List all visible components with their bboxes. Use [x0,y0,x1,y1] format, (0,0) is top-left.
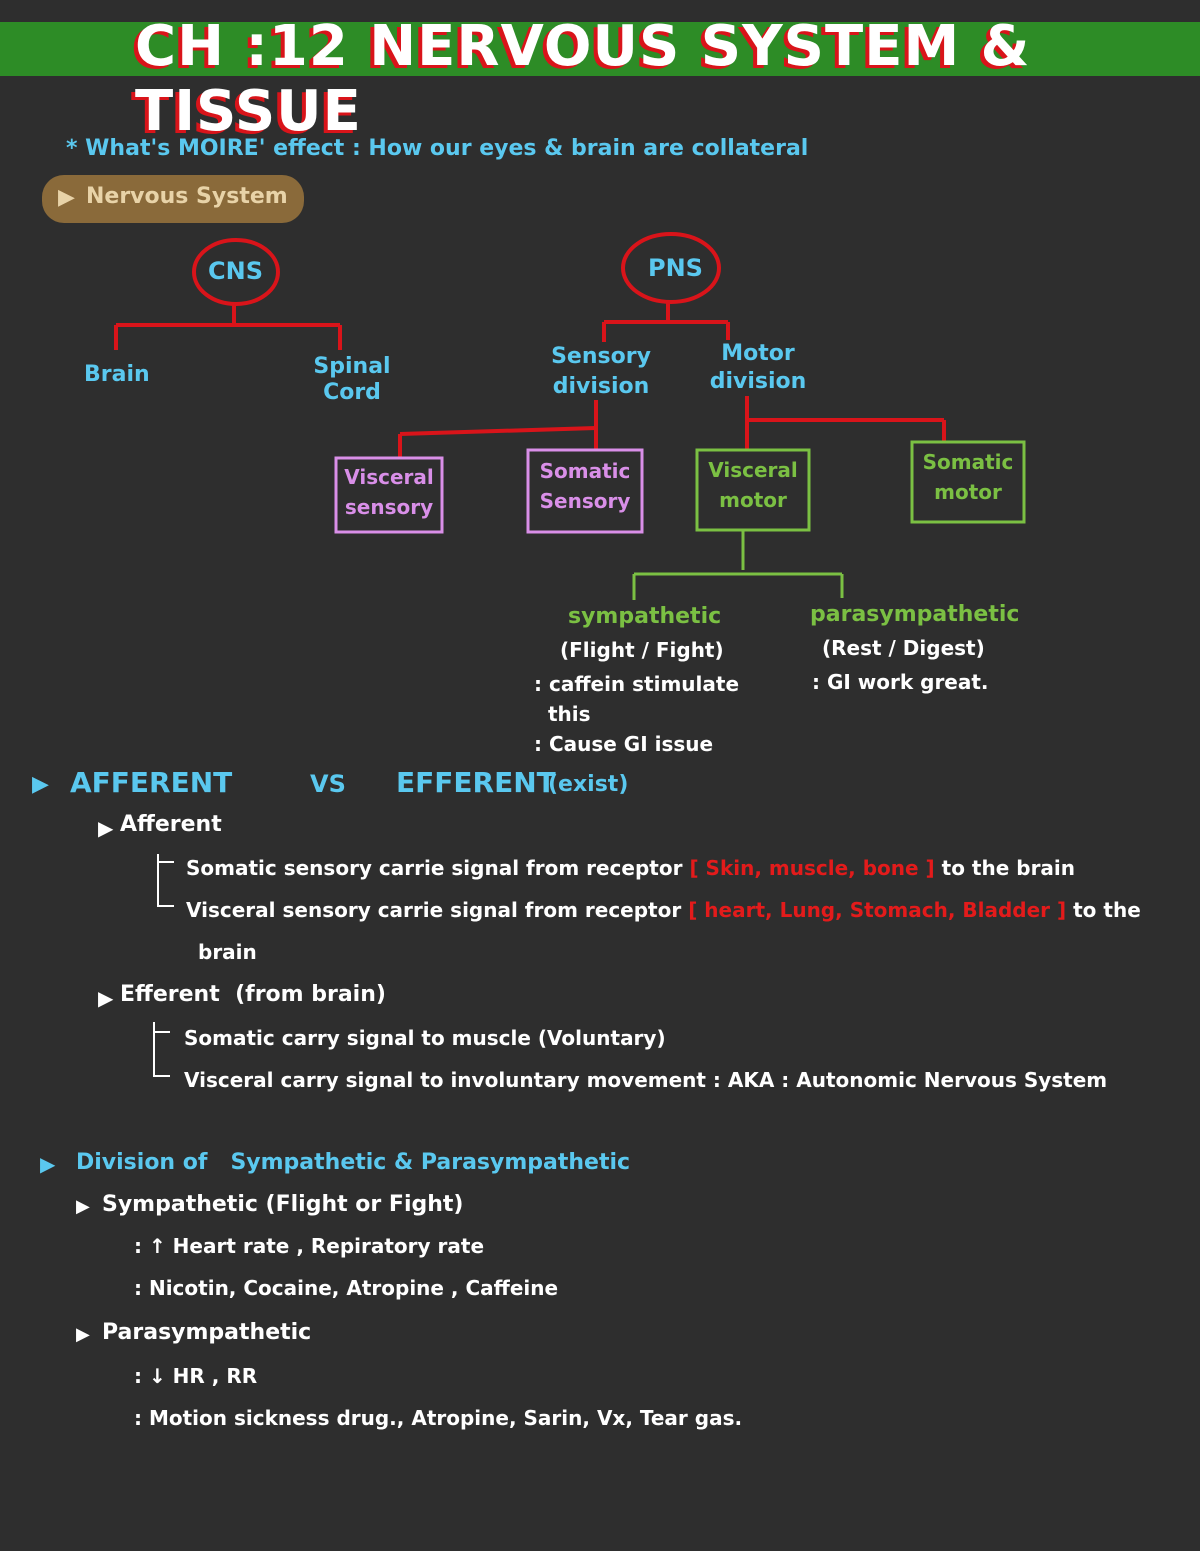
division-heading: Division of Sympathetic & Parasympatheti… [76,1150,631,1175]
efferent-heading-note: (exist) [548,772,629,797]
sympathetic-note-4: : Cause GI issue [534,732,714,756]
pill-arrow-icon: ▶ [58,185,75,210]
sympathetic-note-1: (Flight / Fight) [560,638,724,662]
cns-branches [114,304,342,350]
box-visceral-motor [695,448,811,532]
pns-branches [398,302,946,458]
afferent-heading-arrow-icon: ▶ [32,772,49,797]
parasympathetic-note-1: (Rest / Digest) [822,636,985,660]
efferent-label: Efferent (from brain) [120,982,386,1007]
section-pill [42,175,304,223]
nervous-system-diagram [114,232,1026,600]
efferent-heading: EFFERENT [396,766,556,799]
efferent-bracket-icon [153,1022,170,1077]
parasympathetic-arrow-icon: ▶ [76,1324,90,1345]
parasympathetic-note-2: : GI work great. [812,670,989,694]
parasympathetic-heading: Parasympathetic [102,1320,312,1345]
pns-label: PNS [648,254,703,282]
efferent-item-somatic: Somatic carry signal to muscle (Voluntar… [184,1026,666,1050]
box-somatic-sensory [526,448,644,534]
sympathetic-heading: Sympathetic (Flight or Fight) [102,1192,464,1217]
vs-label: VS [310,770,346,798]
sympathetic-note-3: this [548,702,591,726]
parasympathetic-item-1: : ↓ HR , RR [134,1364,258,1388]
moire-note: * What's MOIRE' effect : How our eyes & … [66,136,809,161]
sympathetic-label: sympathetic [568,604,722,629]
page-title: CH :12 NERVOUS SYSTEM & TISSUE [135,14,1031,144]
parasympathetic-label: parasympathetic [810,602,1020,627]
brain-label: Brain [84,362,150,387]
section-nervous-system: Nervous System [86,184,288,209]
afferent-arrow-icon: ▶ [98,816,114,840]
afferent-bracket-icon [157,854,174,907]
afferent-item-visceral: Visceral sensory carrie signal from rece… [186,898,1141,922]
sympathetic-item-2: : Nicotin, Cocaine, Atropine , Caffeine [134,1276,559,1300]
sympathetic-note-2: : caffein stimulate [534,672,740,696]
parasympathetic-item-2: : Motion sickness drug., Atropine, Sarin… [134,1406,743,1430]
afferent-item-somatic: Somatic sensory carrie signal from recep… [186,856,1076,880]
sympathetic-item-1: : ↑ Heart rate , Repiratory rate [134,1234,485,1258]
title-banner [0,22,1200,76]
efferent-arrow-icon: ▶ [98,986,114,1010]
pns-circle [621,232,721,304]
afferent-item-visceral-cont: brain [198,940,257,964]
division-arrow-icon: ▶ [40,1152,56,1176]
visceral-motor-branches [632,530,844,600]
efferent-item-visceral: Visceral carry signal to involuntary mov… [184,1068,1108,1092]
box-somatic-motor [910,440,1026,524]
cns-label: CNS [208,257,263,285]
sympathetic-arrow-icon: ▶ [76,1196,90,1217]
box-visceral-sensory [334,456,444,534]
afferent-label: Afferent [120,812,222,837]
afferent-heading: AFFERENT [70,766,233,799]
